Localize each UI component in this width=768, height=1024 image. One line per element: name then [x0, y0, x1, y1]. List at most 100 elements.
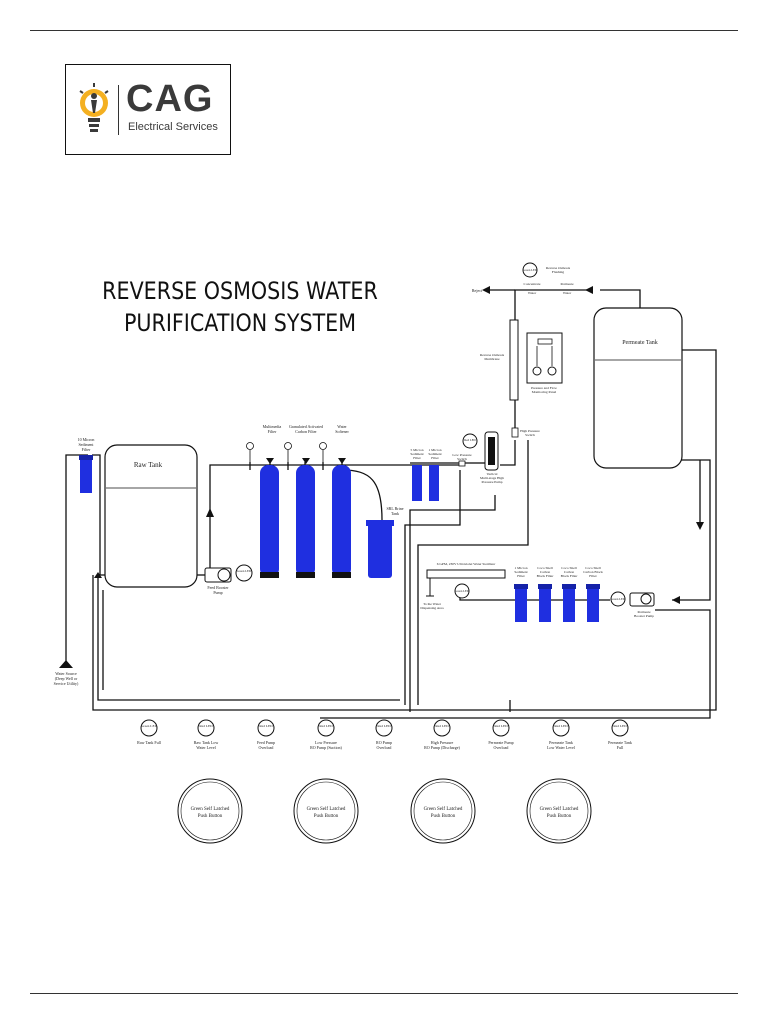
permeate-pump-label-1: Booster Pump: [634, 614, 654, 618]
softener-label-1: Softener: [335, 429, 349, 434]
multimedia-label-1: Filter: [268, 429, 277, 434]
permeate-water-label-1: Water: [563, 291, 572, 295]
five-micron-label-2: Filter: [413, 456, 421, 460]
indicator-8-label-1: Full: [617, 745, 624, 750]
indicator-2: Red LED Feed Pump Overload: [257, 719, 275, 750]
coco-3-label-1: Carbon Block: [583, 570, 603, 574]
indicator-4-label-1: Overload: [377, 745, 392, 750]
indicator-4: Red LED RO Pump Overload: [375, 719, 393, 750]
reject-label: Reject: [472, 288, 483, 293]
push-button-1-label-1: Push Button: [314, 814, 339, 819]
uv-sterilizer: [426, 569, 506, 579]
indicator-7-label-1: Low Water Level: [547, 745, 576, 750]
logo-divider: [118, 85, 119, 135]
one-micron-right-label-1: Sediment: [514, 570, 527, 574]
panel-gauge-right: [547, 366, 557, 376]
coco-1-label-2: Block Filter: [537, 574, 555, 578]
sediment-filter-left-label-1: Sediment: [78, 442, 94, 447]
sediment-filter-left: [80, 455, 92, 493]
ro-flushing-label-1: Flushing: [552, 270, 565, 274]
indicator-5-label-0: High Pressure: [431, 740, 454, 745]
push-button-0[interactable]: Green Self Latched Push Button: [177, 778, 243, 844]
indicator-1-label-1: Water Level: [196, 745, 216, 750]
indicator-4-badge: Red LED: [377, 724, 391, 728]
coco-1-label-0: Coco Shell: [537, 566, 552, 570]
feed-pump-led-label: Green LED: [237, 569, 252, 573]
ro-membrane-label-0: Reverse Osmosis: [480, 353, 505, 357]
indicator-2-badge: Red LED: [259, 724, 273, 728]
coco-1-label-1: Carbon: [540, 570, 551, 574]
high-pressure-switch: [511, 427, 519, 438]
indicator-7-badge: Red LED: [554, 724, 568, 728]
page-title-line-2: PURIFICATION SYSTEM: [123, 309, 357, 337]
low-pressure-led-label: Red LED: [464, 438, 476, 442]
dispensing-label-1: Dispensing Area: [420, 606, 444, 610]
indicator-2-label-1: Overload: [259, 745, 274, 750]
indicator-6-label-1: Overload: [494, 745, 509, 750]
raw-tank: [104, 444, 198, 588]
permeate-pump-label-0: Permeate: [637, 610, 650, 614]
vertical-pump-label-1: Multi-stage High: [480, 476, 504, 480]
gac-label-0: Granulated Activated: [289, 424, 323, 429]
coco-3-label-0: Coco Shell: [585, 566, 600, 570]
permeate-pump-led: [610, 591, 626, 607]
raw-tank-label: Raw Tank: [134, 461, 163, 469]
one-micron-right-label-0: 1 Micron: [515, 566, 528, 570]
water-source-symbol: [59, 660, 73, 668]
indicator-6-badge: Red LED: [494, 724, 508, 728]
indicator-1-badge: Red LED: [199, 724, 213, 728]
indicator-4-label-0: RO Pump: [376, 740, 392, 745]
uv-led: [454, 583, 470, 599]
ro-flushing-label-0: Reverse Osmosis: [546, 266, 571, 270]
low-pressure-led: [462, 433, 478, 449]
sediment-filter-1-micron: [429, 465, 439, 501]
indicator-1: Red LED Raw Tank Low Water Level: [194, 719, 218, 750]
gac-label-1: Carbon Filter: [295, 429, 317, 434]
indicator-5: Red LED High Pressure RO Pump (Discharge…: [424, 719, 461, 750]
push-button-1-label-0: Green Self Latched: [307, 807, 346, 812]
vertical-pump-body: [488, 437, 495, 465]
push-buttons: Green Self Latched Push Button Green Sel…: [177, 778, 592, 844]
indicator-3-badge: Red LED: [319, 724, 333, 728]
vertical-pump-label-0: Vertical: [487, 472, 498, 476]
indicator-2-label-0: Feed Pump: [257, 740, 275, 745]
polishing-filters: [514, 584, 600, 622]
permeate-water-label-0: Permeate: [560, 282, 573, 286]
sediment-filter-left-label-2: Filter: [82, 447, 91, 452]
vertical-pump-label-2: Pressure Pump: [482, 480, 503, 484]
push-button-1[interactable]: Green Self Latched Push Button: [293, 778, 359, 844]
low-pressure-switch: [458, 460, 466, 467]
ro-flushing-led: [522, 262, 538, 278]
filter-columns: [260, 458, 351, 578]
push-button-2[interactable]: Green Self Latched Push Button: [410, 778, 476, 844]
panel-label-1: Monitoring Panel: [532, 390, 557, 394]
indicator-8-badge: Red LED: [613, 724, 627, 728]
ro-membrane: [509, 319, 519, 401]
permeate-pump-led-label: Green LED: [611, 597, 626, 601]
one-micron-label-2: Filter: [431, 456, 439, 460]
indicator-leds: Green LED Raw Tank Full Red LED Raw Tank…: [137, 719, 632, 750]
concentrate-label-1: Water: [528, 291, 537, 295]
brine-tank: [368, 522, 392, 578]
indicator-0: Green LED Raw Tank Full: [137, 719, 162, 745]
permeate-pump-motor-icon: [640, 593, 652, 605]
logo-subtitle: Electrical Services: [128, 121, 218, 133]
ro-flushing-led-label: Green LED: [523, 268, 538, 272]
concentrate-label-0: Concentrate: [524, 282, 541, 286]
brine-tank-lid: [366, 520, 394, 526]
push-button-3[interactable]: Green Self Latched Push Button: [526, 778, 592, 844]
flow-arrows: [94, 286, 704, 604]
sediment-filter-5-micron: [412, 465, 422, 501]
indicator-8-label-0: Permeate Tank: [608, 740, 632, 745]
brine-tank-label-1: Tank: [391, 511, 399, 516]
push-button-0-label-0: Green Self Latched: [191, 807, 230, 812]
softener-label-0: Water: [337, 424, 347, 429]
five-micron-label-0: 5 Micron: [411, 448, 424, 452]
feed-pump-motor-icon: [217, 568, 231, 582]
piping: [65, 289, 717, 719]
sediment-filter-left-cap: [79, 455, 93, 460]
indicator-0-label-0: Raw Tank Full: [137, 740, 162, 745]
one-micron-right-label-2: Filter: [517, 574, 525, 578]
indicator-7-label-0: Permeate Tank: [549, 740, 573, 745]
